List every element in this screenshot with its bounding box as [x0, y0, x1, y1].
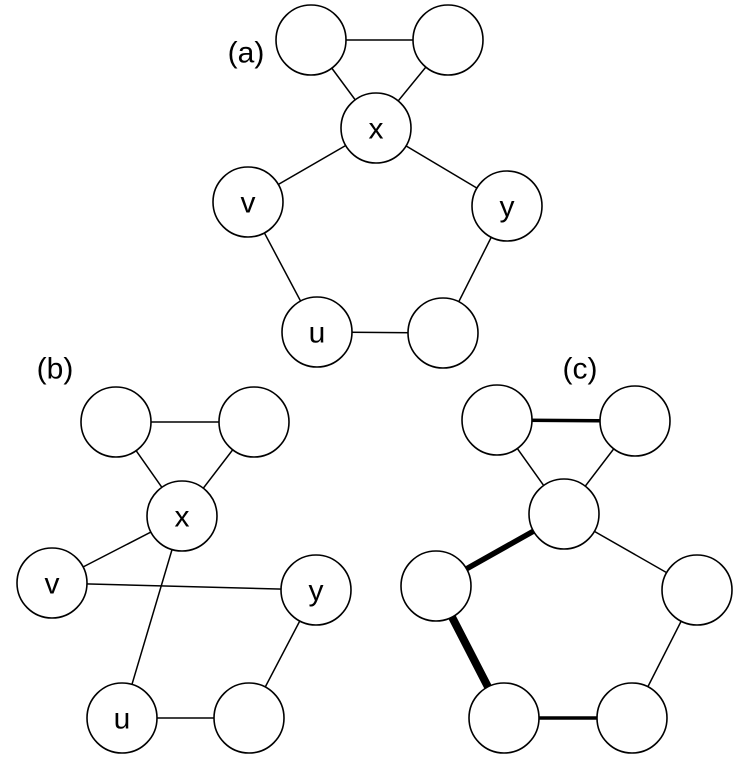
node-by: y: [280, 554, 352, 626]
node-circle: [281, 296, 353, 368]
node-label: y: [500, 191, 515, 224]
node-circle: [412, 4, 484, 76]
node-c6: [596, 682, 668, 754]
node-circle: [528, 478, 600, 550]
node-cv: [400, 550, 472, 622]
node-circle: [212, 166, 284, 238]
node-c2: [599, 385, 671, 457]
node-label: x: [175, 501, 190, 534]
node-bx: x: [146, 480, 218, 552]
node-circle: [340, 92, 412, 164]
node-circle: [461, 384, 533, 456]
node-circle: [468, 682, 540, 754]
node-label: v: [241, 187, 256, 220]
node-circle: [280, 554, 352, 626]
node-cy: [661, 554, 733, 626]
panel-label-a: (a): [228, 37, 265, 70]
node-circle: [218, 386, 290, 458]
node-label: u: [309, 317, 326, 350]
node-circle: [275, 4, 347, 76]
node-b6: [213, 682, 285, 754]
node-a1: [275, 4, 347, 76]
node-label: u: [114, 703, 131, 736]
node-circle: [407, 297, 479, 369]
node-bv: v: [16, 547, 88, 619]
panel-labels-layer: (a) (b) (c): [37, 37, 598, 386]
node-a2: [412, 4, 484, 76]
node-circle: [80, 386, 152, 458]
node-label: x: [369, 113, 384, 146]
node-a6: [407, 297, 479, 369]
node-cu: [468, 682, 540, 754]
node-label: v: [45, 568, 60, 601]
panel-label-c: (c): [563, 353, 598, 386]
node-circle: [596, 682, 668, 754]
node-ay: y: [471, 170, 543, 242]
node-c1: [461, 384, 533, 456]
nodes-layer: x v y u x v y u: [16, 4, 733, 754]
node-au: u: [281, 296, 353, 368]
node-b2: [218, 386, 290, 458]
node-ax: x: [340, 92, 412, 164]
node-circle: [400, 550, 472, 622]
node-label: y: [309, 575, 324, 608]
node-circle: [661, 554, 733, 626]
node-cx: [528, 478, 600, 550]
node-bu: u: [86, 682, 158, 754]
node-circle: [599, 385, 671, 457]
node-circle: [471, 170, 543, 242]
node-circle: [16, 547, 88, 619]
node-circle: [86, 682, 158, 754]
node-circle: [146, 480, 218, 552]
panel-label-b: (b): [37, 353, 74, 386]
node-b1: [80, 386, 152, 458]
node-av: v: [212, 166, 284, 238]
edge-bv-by: [51, 582, 317, 591]
node-circle: [213, 682, 285, 754]
